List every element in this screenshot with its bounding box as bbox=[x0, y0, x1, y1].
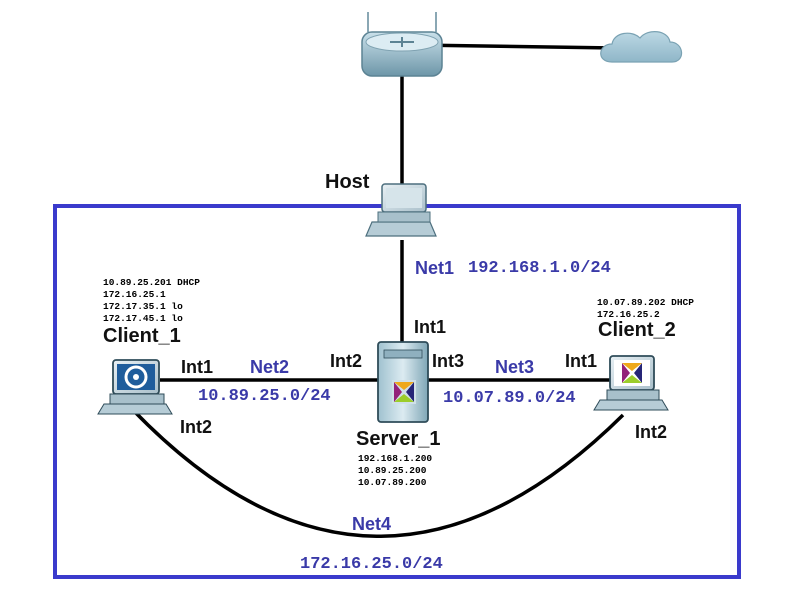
links bbox=[131, 43, 625, 538]
client2-int2-label: Int2 bbox=[635, 422, 668, 442]
client2-name: Client_2 bbox=[598, 319, 676, 341]
client2-int1-label: Int1 bbox=[565, 351, 598, 371]
net3-subnet: 10.07.89.0/24 bbox=[443, 389, 576, 408]
client2-address: 172.16.25.2 bbox=[597, 309, 660, 320]
server1-int2-label: Int2 bbox=[330, 351, 363, 371]
server1-address-list: 192.168.1.200 10.89.25.200 10.07.89.200 bbox=[358, 453, 432, 489]
server1-address: 192.168.1.200 bbox=[358, 453, 433, 464]
cloud-icon[interactable] bbox=[600, 31, 683, 63]
client2-address-list: 10.07.89.202 DHCP 172.16.25.2 bbox=[597, 297, 694, 321]
net3-name: Net3 bbox=[495, 357, 535, 377]
client1-address: 172.17.35.1 lo bbox=[103, 301, 183, 312]
client1-name: Client_1 bbox=[103, 325, 181, 347]
server1-int3-label: Int3 bbox=[432, 351, 465, 371]
host-pc-icon[interactable] bbox=[365, 183, 437, 237]
server1-name: Server_1 bbox=[356, 428, 441, 450]
net1-subnet: 192.168.1.0/24 bbox=[468, 259, 611, 278]
net2-subnet: 10.89.25.0/24 bbox=[198, 387, 331, 406]
client1-address: 172.17.45.1 lo bbox=[103, 313, 183, 324]
net4-subnet: 172.16.25.0/24 bbox=[300, 555, 443, 574]
client1-client2-link-net4 bbox=[131, 408, 625, 538]
net1-name: Net1 bbox=[415, 258, 455, 278]
client1-int2-label: Int2 bbox=[180, 417, 213, 437]
host-label: Host bbox=[325, 171, 370, 193]
client1-int1-label: Int1 bbox=[181, 357, 214, 377]
client1-address: 10.89.25.201 DHCP bbox=[103, 277, 200, 288]
server1-int1-label: Int1 bbox=[414, 317, 447, 337]
client1-address: 172.16.25.1 bbox=[103, 289, 166, 300]
server1-address: 10.07.89.200 bbox=[358, 477, 427, 488]
router-icon[interactable] bbox=[361, 12, 443, 77]
client2-address: 10.07.89.202 DHCP bbox=[597, 297, 694, 308]
server1-address: 10.89.25.200 bbox=[358, 465, 427, 476]
router-cloud-link bbox=[414, 43, 616, 50]
client2-pc-icon[interactable] bbox=[593, 355, 669, 411]
net4-name: Net4 bbox=[352, 514, 392, 534]
server-tower-icon[interactable] bbox=[377, 341, 429, 423]
client1-pc-icon[interactable] bbox=[97, 359, 173, 415]
client1-address-list: 10.89.25.201 DHCP 172.16.25.1 172.17.35.… bbox=[103, 277, 200, 325]
net2-name: Net2 bbox=[250, 357, 290, 377]
